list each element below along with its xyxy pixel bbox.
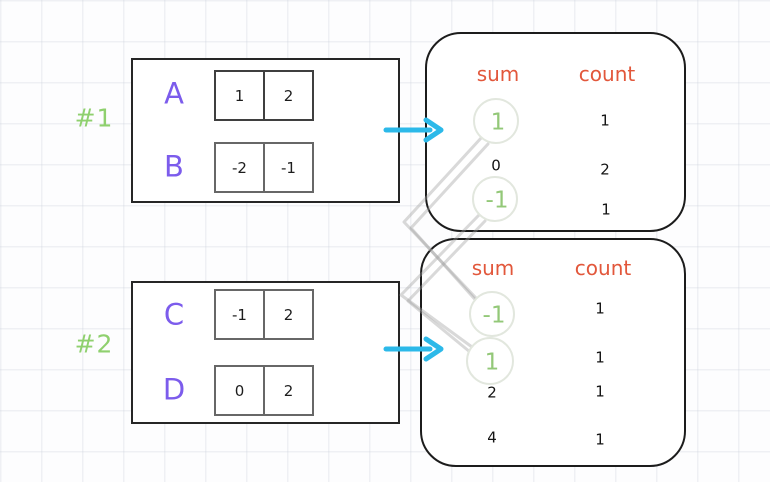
sum-header: sum	[471, 256, 515, 280]
sum-value-circled: -1	[485, 187, 509, 214]
cell-value: -1	[281, 158, 296, 177]
sum-header: sum	[476, 62, 520, 86]
count-value: 2	[600, 160, 610, 179]
array-d-label: D	[162, 372, 186, 407]
example-1-input-box: A 1 2 B -2 -1	[131, 58, 400, 203]
example-2-input-box: C -1 2 D 0 2	[131, 281, 400, 424]
array-c-cells: -1 2	[214, 289, 314, 340]
example-1-label: #1	[74, 103, 114, 133]
array-cell: 0	[214, 365, 265, 416]
array-b-label: B	[164, 149, 184, 184]
cell-value: -2	[232, 158, 247, 177]
array-cell: 2	[263, 365, 314, 416]
count-header: count	[578, 62, 636, 86]
array-cell: -2	[214, 142, 265, 193]
cell-value: -1	[232, 305, 247, 324]
count-header: count	[574, 256, 632, 280]
array-cell: 2	[263, 70, 314, 121]
count-value: 1	[595, 348, 605, 367]
array-cell: -1	[263, 142, 314, 193]
cell-value: 2	[283, 305, 294, 324]
sum-value-circled: -1	[482, 302, 506, 329]
array-b-cells: -2 -1	[214, 142, 314, 193]
sum-value-circled: 1	[484, 349, 500, 376]
example-2-label: #2	[74, 329, 114, 359]
example-1-result-box: sum count 1 1 0 2 -1 1	[425, 32, 686, 232]
cell-value: 0	[234, 381, 245, 400]
sum-value: 2	[487, 383, 497, 402]
array-a-label: A	[164, 76, 184, 111]
count-value: 1	[595, 430, 605, 449]
count-value: 1	[600, 111, 610, 130]
cell-value: 2	[283, 86, 294, 105]
array-d-cells: 0 2	[214, 365, 314, 416]
cell-value: 1	[234, 86, 245, 105]
array-c-label: C	[163, 297, 185, 332]
count-value: 1	[595, 299, 605, 318]
cell-value: 2	[283, 381, 294, 400]
example-2-result-box: sum count -1 1 1 1 2 1 4 1	[420, 238, 686, 467]
sum-value: 4	[487, 428, 497, 447]
count-value: 1	[601, 200, 611, 219]
sum-value: 0	[491, 156, 501, 175]
sum-value-circled: 1	[490, 109, 506, 136]
array-a-cells: 1 2	[214, 70, 314, 121]
array-cell: 1	[214, 70, 265, 121]
array-cell: 2	[263, 289, 314, 340]
count-value: 1	[595, 382, 605, 401]
array-cell: -1	[214, 289, 265, 340]
